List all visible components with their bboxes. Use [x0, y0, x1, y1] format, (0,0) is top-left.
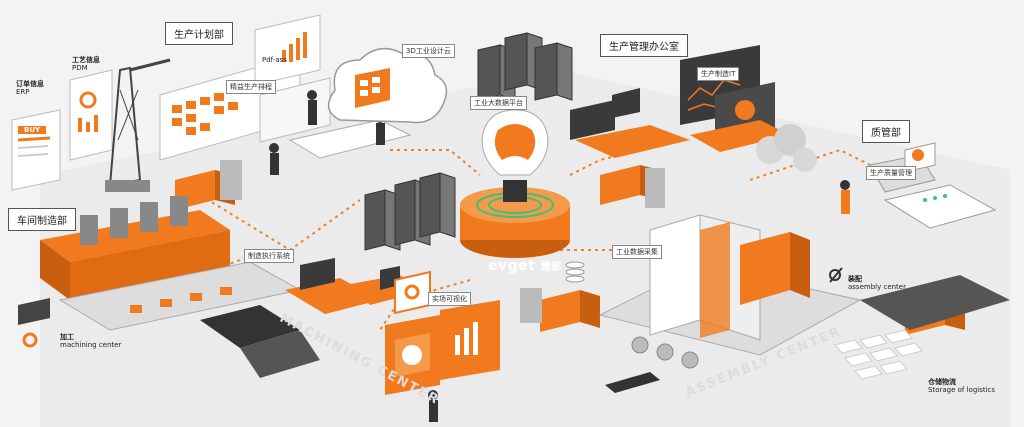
assembly-cn: 装配 [848, 275, 862, 283]
server-racks-middle [364, 172, 456, 251]
assembly-en: assembly center [848, 283, 906, 292]
mes-desks [285, 258, 420, 314]
production-plan-callout: 生产计划部 [165, 22, 233, 45]
quality-area [840, 142, 997, 229]
buy-text: BUY [24, 126, 41, 134]
data-collect-tag: 工业数据采集 [612, 245, 662, 259]
logistics-cn: 仓储物流 [928, 378, 956, 386]
machining-gear-icon [22, 332, 38, 348]
machining-en: machining center [60, 341, 122, 350]
evget-brand: evget 慧都 [488, 258, 562, 274]
server-racks-top [477, 32, 573, 101]
logistics-en: Storage of logistics [928, 386, 996, 395]
production-office-area [570, 45, 817, 172]
evget-brain-bulb [460, 109, 570, 258]
machining-line [18, 196, 320, 378]
brand-name: evget [488, 258, 536, 274]
precise-schedule-tag: 精益生产排程 [226, 80, 276, 94]
forklift-middle [600, 165, 665, 208]
mes-tag: 制造执行系统 [244, 249, 294, 263]
process-info-title: 工艺信息 [72, 56, 100, 64]
wrench-icon [829, 269, 841, 281]
logistics-storage [834, 275, 1010, 380]
gear-icon [79, 91, 97, 109]
data-cylinders [565, 261, 585, 283]
quality-dept-callout: 质管部 [862, 120, 910, 143]
big-data-tag: 工业大数据平台 [470, 96, 527, 110]
order-erp: ERP [16, 88, 30, 97]
production-office-callout: 生产管理办公室 [600, 34, 688, 57]
cloud-3d-tag: 3D工业设计云 [402, 44, 455, 58]
machining-cn: 加工 [60, 333, 74, 341]
workshop-callout: 车间制造部 [8, 208, 76, 231]
brand-suffix: 慧都 [540, 262, 562, 273]
forklift-bottom [520, 288, 600, 332]
buy-banner [18, 126, 46, 134]
order-info-title: 订单信息 [16, 80, 44, 88]
process-pdm: PDM [72, 64, 88, 73]
cloud-3d [327, 47, 448, 124]
quality-manage-tag: 生产质量管理 [866, 166, 916, 180]
live-visual-tag: 实场可视化 [428, 292, 471, 306]
prod-manage-tag: 生产制造IT [697, 67, 740, 81]
visualization-panels [385, 270, 500, 422]
assembly-line [598, 214, 862, 393]
screen-title-text: Pdf-ass [262, 56, 287, 64]
